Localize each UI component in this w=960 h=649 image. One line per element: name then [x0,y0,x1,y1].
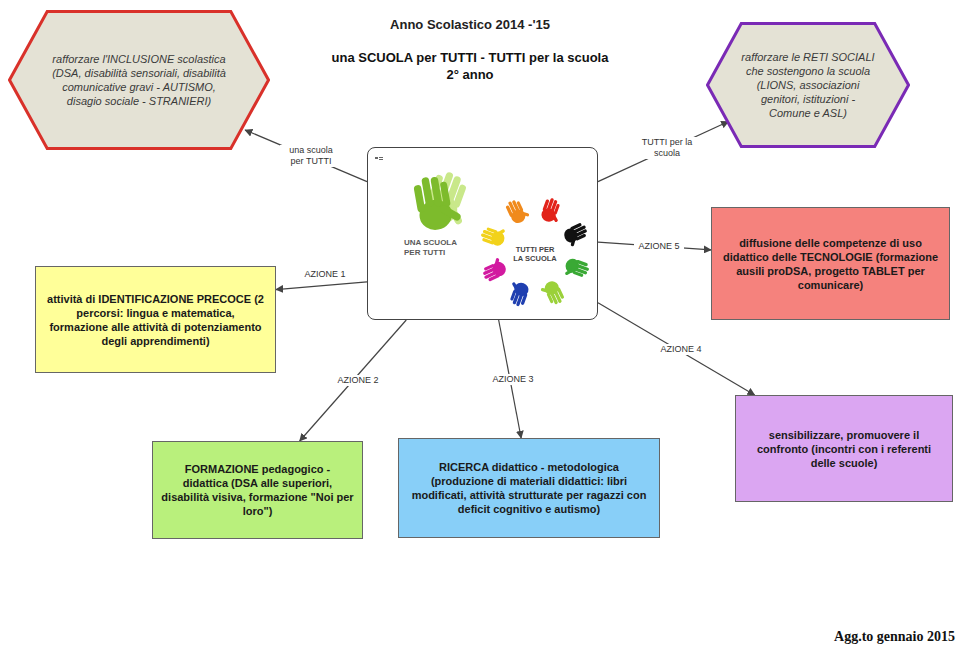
action-box: diffusione delle competenze di uso didat… [711,207,950,320]
connector-arrow [245,130,367,182]
action-box: FORMAZIONE pedagogico - didattica (DSA a… [152,441,363,539]
action-box: attività di IDENTIFICAZIONE PRECOCE (2 p… [35,266,276,373]
connector-arrow [276,282,367,290]
edge-label: AZIONE 3 [488,374,538,385]
goal-hexagon: rafforzare l'INCLUSIONE scolastica (DSA,… [8,10,270,150]
connector-arrow [598,122,728,182]
action-box: RICERCA didattico - metodologica (produz… [398,438,660,538]
box-text: FORMAZIONE pedagogico - didattica (DSA a… [161,462,354,518]
subtitle: 2° anno [280,67,660,83]
box-text: diffusione delle competenze di uso didat… [722,236,939,292]
goal-hexagon: rafforzare le RETI SOCIALI che sostengon… [706,22,910,148]
box-text: sensibilizzare, promuovere il confronto … [744,428,944,470]
edge-label: AZIONE 4 [656,344,706,355]
update-note: Agg.to gennaio 2015 [790,628,955,646]
connector-arrow [300,320,407,441]
box-text: rafforzare le RETI SOCIALI che sostengon… [740,50,876,120]
hexagon-outline [8,10,270,150]
edge-label: una scuola per TUTTI [280,145,342,167]
edge-label: AZIONE 2 [333,375,383,386]
logo-box: UNA SCUOLA PER TUTTI TUTTI PER LA SCUOLA [367,147,598,320]
logo-illustration [369,149,598,320]
edge-label: AZIONE 1 [300,269,350,280]
edge-label: AZIONE 5 [634,241,684,252]
box-text: attività di IDENTIFICAZIONE PRECOCE (2 p… [46,292,265,348]
subtitle: una SCUOLA per TUTTI - TUTTI per la scuo… [280,50,660,66]
box-text: RICERCA didattico - metodologica (produz… [407,460,651,516]
diagram-title: Anno Scolastico 2014 -'15 [280,17,660,33]
box-text: rafforzare l'INCLUSIONE scolastica (DSA,… [50,52,228,108]
edge-label: TUTTI per la scuola [636,137,698,159]
logo-text: TUTTI PER LA SCUOLA [511,245,559,263]
logo-text: UNA SCUOLA PER TUTTI [404,238,474,258]
action-box: sensibilizzare, promuovere il confronto … [735,395,953,502]
